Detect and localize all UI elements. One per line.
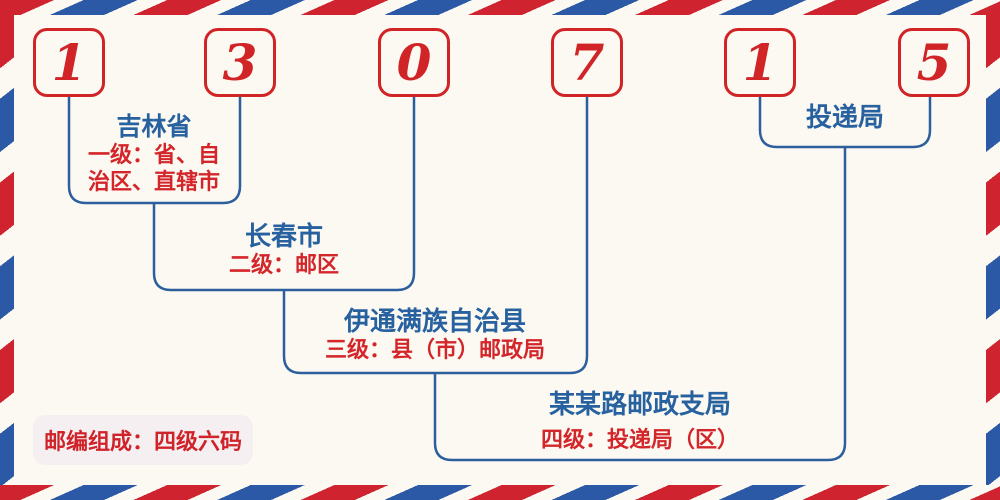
digit-box-6: 5: [898, 28, 970, 97]
composition-label: 邮编组成：四级六码: [33, 415, 253, 465]
level-3-label-county: 伊通满族自治县 三级：县（市）邮政局: [325, 307, 545, 364]
level-3-name: 伊通满族自治县: [343, 307, 527, 337]
digit-box-2: 3: [204, 28, 276, 97]
level-5-bracket: [758, 97, 932, 149]
level-1-label-province: 吉林省 一级：省、自 治区、直辖市: [88, 112, 220, 196]
level-1-desc-line-1: 一级：省、自: [87, 143, 221, 168]
digit-value-3: 0: [396, 32, 432, 92]
digit-box-3: 0: [378, 28, 450, 97]
level-3-desc-line-1: 三级：县（市）邮政局: [324, 338, 546, 363]
level-2-name: 长春市: [244, 222, 324, 252]
level-1-name: 吉林省: [116, 112, 192, 141]
level-4-bracket: [433, 147, 847, 462]
digit-value-6: 5: [916, 32, 952, 92]
airmail-stripe-border-right: [986, 15, 1000, 485]
digit-box-4: 7: [551, 28, 623, 97]
digit-value-4: 7: [569, 32, 605, 92]
level-2-desc-line-1: 二级：邮区: [228, 253, 340, 278]
airmail-stripe-border-left: [0, 15, 14, 485]
digit-value-1: 1: [51, 32, 87, 92]
level-5-name: 投递局: [805, 103, 885, 133]
digit-box-1: 1: [33, 28, 105, 97]
digit-value-5: 1: [742, 32, 778, 92]
level-4-name: 某某路邮政支局: [548, 390, 732, 420]
airmail-stripe-border-top: [0, 0, 1000, 15]
digit-value-2: 3: [222, 32, 258, 92]
level-5-label-delivery-bureau: 投递局: [806, 103, 884, 133]
digit-box-5: 1: [724, 28, 796, 97]
level-4-label-branch: 某某路邮政支局 四级：投递局（区）: [541, 390, 739, 454]
level-1-desc-line-2: 治区、直辖市: [87, 170, 221, 195]
composition-label-text: 邮编组成：四级六码: [43, 430, 242, 455]
level-2-label-city: 长春市 二级：邮区: [229, 222, 339, 279]
level-4-desc-line-1: 四级：投递局（区）: [540, 428, 740, 453]
airmail-stripe-border-bottom: [0, 485, 1000, 500]
